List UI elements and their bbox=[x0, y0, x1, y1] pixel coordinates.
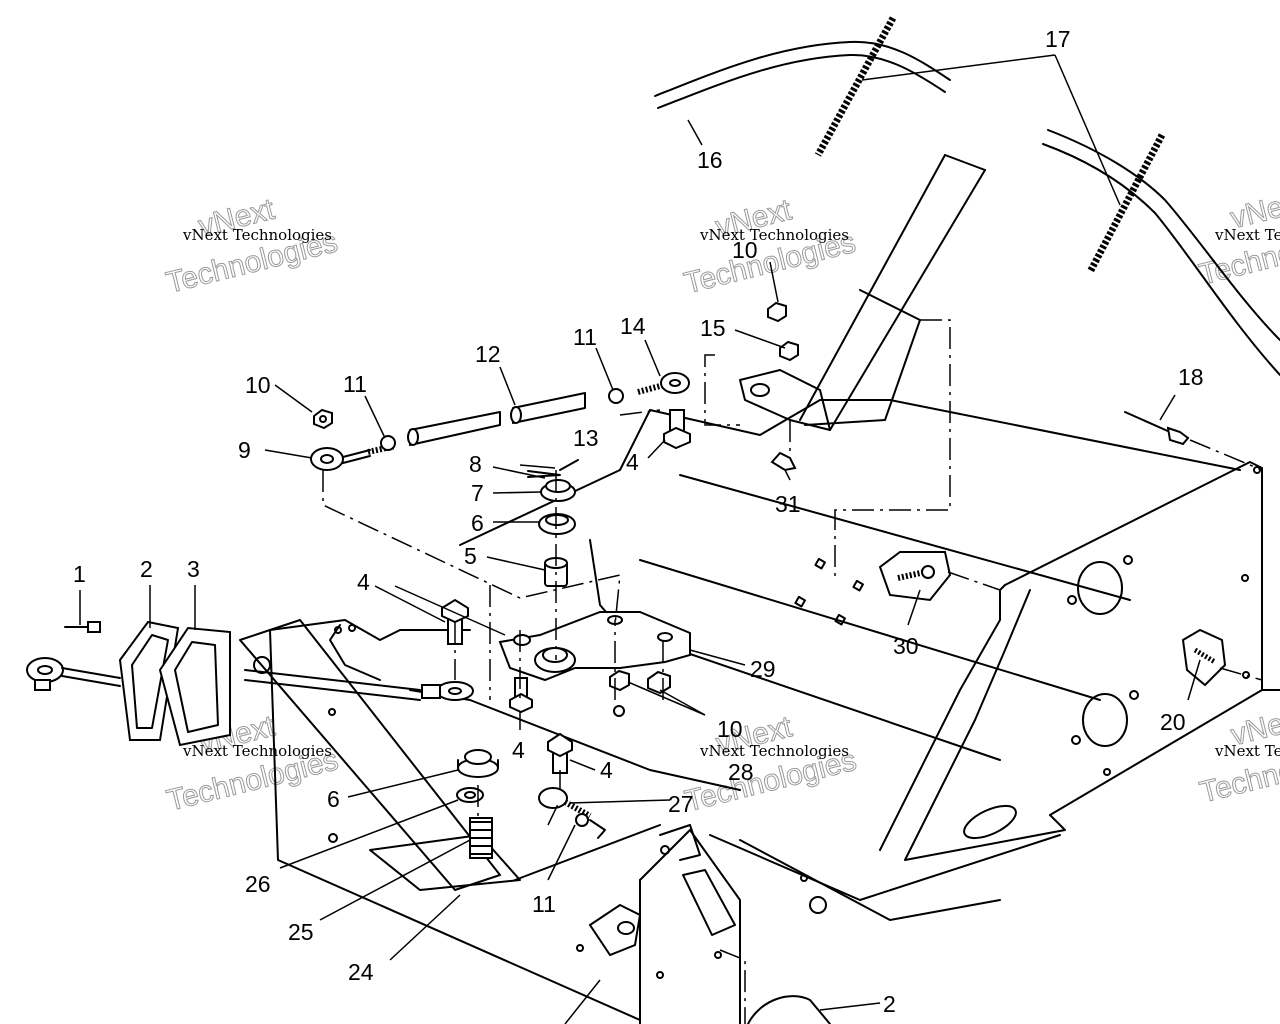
callout-11: 11 bbox=[532, 891, 556, 917]
leader-lines bbox=[79, 54, 1201, 1024]
rod-end-right bbox=[608, 372, 690, 404]
callout-3: 3 bbox=[187, 556, 200, 582]
callout-4: 4 bbox=[626, 449, 639, 475]
nuts-and-bolts bbox=[26, 301, 1227, 957]
callout-30: 30 bbox=[893, 633, 919, 659]
watermark-text: vNext Technologies bbox=[182, 226, 332, 244]
rod-end-left bbox=[310, 435, 396, 471]
chassis-frame bbox=[239, 399, 1280, 1024]
callout-18: 18 bbox=[1178, 364, 1204, 390]
callout-10: 10 bbox=[717, 716, 743, 742]
callout-6: 6 bbox=[327, 786, 340, 812]
callout-26: 26 bbox=[245, 871, 271, 897]
callout-27: 27 bbox=[668, 791, 694, 817]
tie-rod bbox=[407, 392, 586, 446]
callout-2: 2 bbox=[883, 991, 896, 1017]
watermark-text: vNext Technologies bbox=[1214, 742, 1280, 760]
steering-column-bracket bbox=[704, 289, 951, 580]
callout-10: 10 bbox=[732, 237, 758, 263]
callout-11: 11 bbox=[343, 371, 367, 397]
watermark-text: vNext Technologies bbox=[699, 742, 849, 760]
callout-7: 7 bbox=[471, 480, 484, 506]
callout-5: 5 bbox=[464, 543, 477, 569]
callout-13: 13 bbox=[573, 425, 599, 451]
callout-15: 15 bbox=[700, 315, 726, 341]
assembly-lines bbox=[322, 409, 1263, 1024]
callout-10: 10 bbox=[245, 372, 271, 398]
callout-1: 1 bbox=[73, 561, 86, 587]
callout-16: 16 bbox=[697, 147, 723, 173]
watermark-text: vNext Technologies bbox=[182, 742, 332, 760]
callout-29: 29 bbox=[750, 656, 776, 682]
callout-4: 4 bbox=[357, 569, 370, 595]
handlebar-grip-right bbox=[1086, 133, 1166, 274]
callout-14: 14 bbox=[620, 313, 646, 339]
callout-labels: 1 2 3 4 4 4 4 5 6 6 7 8 9 10 10 10 11 11… bbox=[73, 26, 1204, 1017]
handlebar bbox=[654, 40, 1280, 431]
handlebar-grip-left bbox=[814, 16, 897, 157]
callout-17: 17 bbox=[1045, 26, 1071, 52]
callout-25: 25 bbox=[288, 919, 314, 945]
callout-8: 8 bbox=[469, 451, 482, 477]
watermark-text: vNext Technologies bbox=[1214, 226, 1280, 244]
callout-11: 11 bbox=[573, 324, 597, 350]
callout-28: 28 bbox=[728, 759, 754, 785]
callout-4: 4 bbox=[600, 757, 613, 783]
callout-6: 6 bbox=[471, 510, 484, 536]
watermark-text: vNext Technologies bbox=[699, 226, 849, 244]
callout-9: 9 bbox=[238, 437, 251, 463]
callout-24: 24 bbox=[348, 959, 374, 985]
callout-31: 31 bbox=[775, 491, 801, 517]
callout-2: 2 bbox=[140, 556, 153, 582]
callout-20: 20 bbox=[1160, 709, 1186, 735]
callout-4: 4 bbox=[512, 737, 525, 763]
callout-12: 12 bbox=[475, 341, 501, 367]
